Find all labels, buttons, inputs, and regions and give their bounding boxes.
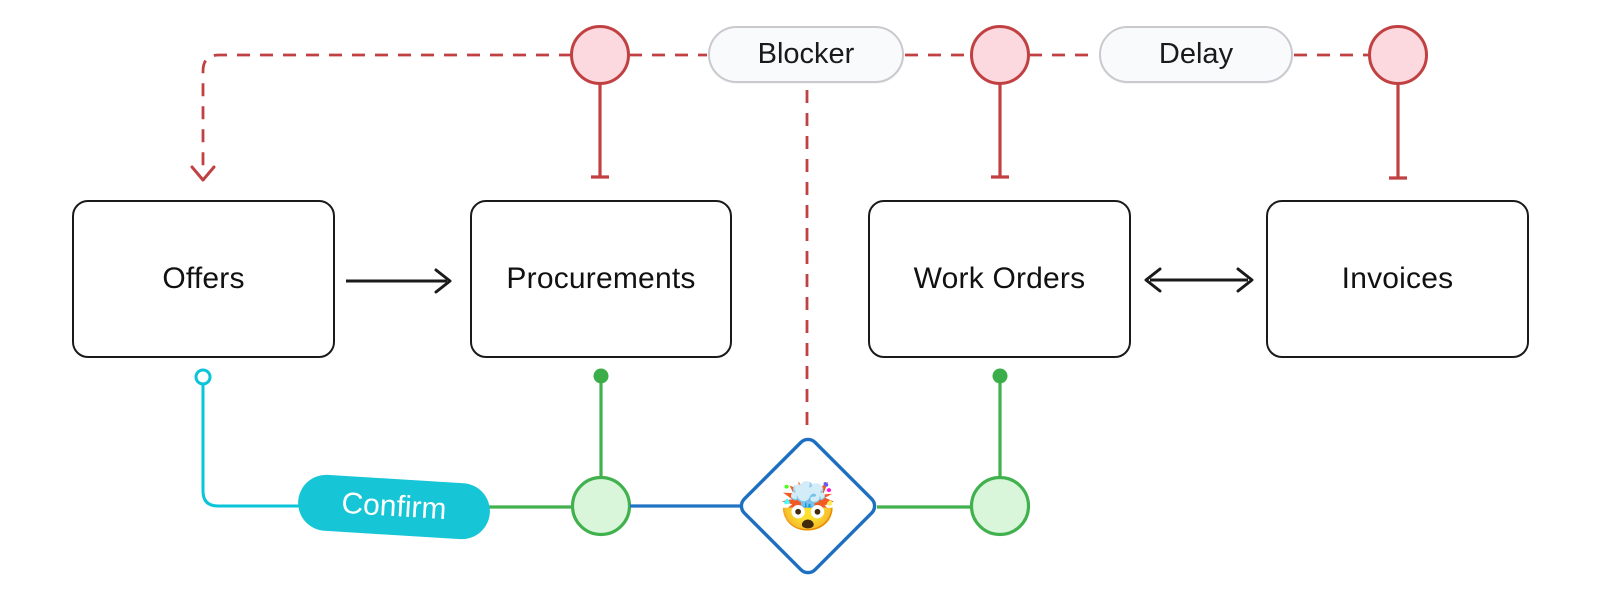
milestone-circle-work-orders[interactable] bbox=[969, 475, 1031, 537]
blocker-pin-stem-invoices bbox=[1389, 84, 1407, 180]
node-work-orders[interactable]: Work Orders bbox=[868, 200, 1131, 358]
node-invoices[interactable]: Invoices bbox=[1266, 200, 1529, 358]
node-procurements[interactable]: Procurements bbox=[470, 200, 732, 358]
milestone-dot-work-orders[interactable] bbox=[992, 368, 1008, 384]
blocker-pin-circle-work-orders[interactable] bbox=[970, 25, 1030, 85]
confirm-action-pill[interactable]: Confirm bbox=[296, 473, 492, 541]
node-invoices-label: Invoices bbox=[1341, 262, 1454, 295]
arrowhead-left-icon bbox=[1144, 267, 1162, 293]
node-offers[interactable]: Offers bbox=[72, 200, 335, 358]
node-procurements-label: Procurements bbox=[506, 262, 696, 295]
offers-anchor-ring[interactable] bbox=[194, 368, 212, 386]
delay-label-pill[interactable]: Delay bbox=[1099, 26, 1293, 83]
arrowhead-right-icon bbox=[434, 268, 452, 294]
delay-pill-label: Delay bbox=[1158, 38, 1234, 70]
blocker-pin-circle-procurements[interactable] bbox=[570, 25, 630, 85]
blocker-pill-label: Blocker bbox=[757, 38, 855, 70]
feedback-dashed-connector bbox=[201, 53, 572, 167]
blocker-label-pill[interactable]: Blocker bbox=[708, 26, 904, 83]
blocker-pin-stem-procurements bbox=[591, 84, 609, 179]
blocker-pin-stem-work-orders bbox=[991, 84, 1009, 179]
milestone-circle-procurements[interactable] bbox=[570, 475, 632, 537]
blocker-pin-circle-invoices[interactable] bbox=[1368, 25, 1428, 85]
stress-diamond[interactable] bbox=[737, 435, 878, 576]
confirm-pill-label: Confirm bbox=[340, 486, 448, 527]
milestone-dot-procurements[interactable] bbox=[593, 368, 609, 384]
exploding-head-emoji-icon: 🤯 bbox=[778, 480, 838, 533]
node-work-orders-label: Work Orders bbox=[913, 262, 1086, 295]
arrowhead-right-icon bbox=[1236, 267, 1254, 293]
confirm-connector-cyan bbox=[201, 384, 394, 508]
feedback-arrowhead-icon bbox=[190, 165, 216, 182]
node-offers-label: Offers bbox=[162, 262, 245, 295]
